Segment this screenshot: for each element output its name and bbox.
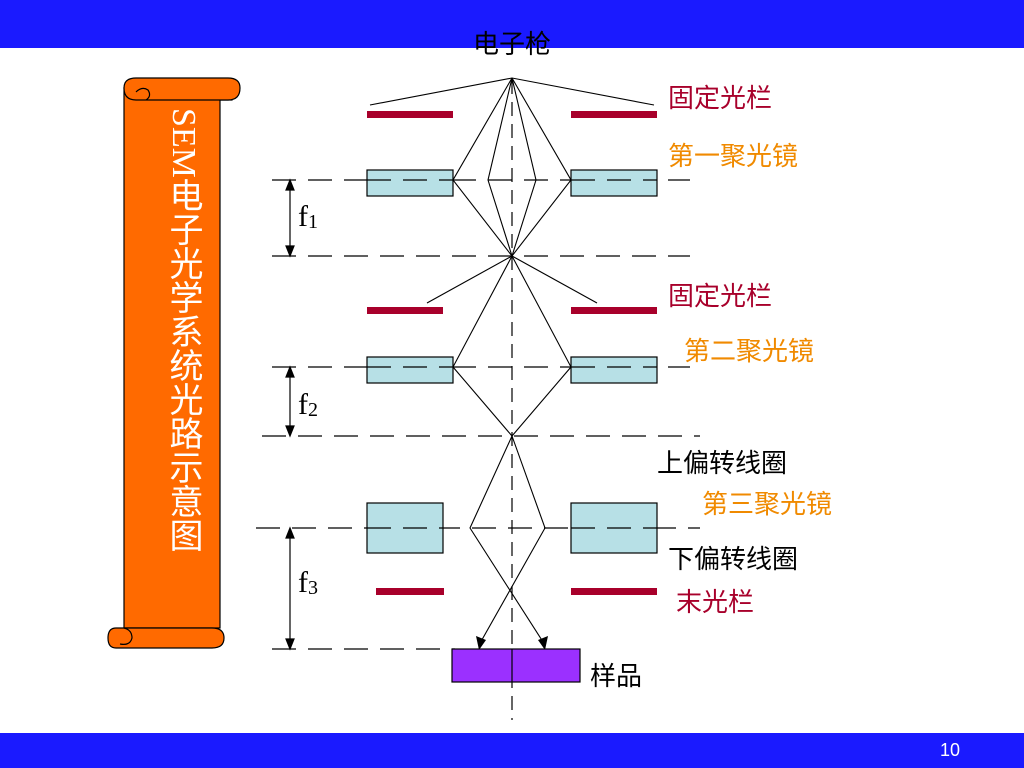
focal-dimension-arrows xyxy=(285,178,295,651)
f2-arrow-up xyxy=(285,365,295,378)
f2-letter: f xyxy=(298,388,308,421)
first-condenser-right xyxy=(570,169,658,197)
scroll-bottom-roll xyxy=(107,627,225,649)
scroll-top-roll xyxy=(123,77,241,101)
rays-section-2 xyxy=(426,255,598,437)
scroll-banner xyxy=(107,77,241,649)
scroll-title: SEM电子光学系统光路示意图 xyxy=(152,108,203,552)
label-f1: f1 xyxy=(298,200,318,239)
fixed-aperture-1-left xyxy=(367,111,453,118)
ray-1-left-inner xyxy=(487,77,513,257)
f2-arrow-down xyxy=(285,425,295,438)
bottom-banner xyxy=(0,733,1024,768)
f2-index: 2 xyxy=(308,399,318,421)
scroll-top-curl xyxy=(135,87,151,101)
specimen-block xyxy=(451,648,581,683)
ray-3-left xyxy=(469,435,546,646)
label-fixed-aperture-1: 固定光栏 xyxy=(668,84,773,114)
ray-1-right-outer xyxy=(511,77,572,257)
ray-2-left-cone xyxy=(426,255,513,304)
page-number: 10 xyxy=(939,740,960,760)
ray-1-left-outer xyxy=(452,77,513,257)
lenses xyxy=(366,169,658,554)
scroll-bottom-curl xyxy=(119,627,133,645)
f1-arrow-up xyxy=(285,178,295,191)
label-specimen: 样品 xyxy=(590,662,643,692)
scroll-title-cjk: 电子光学系统光路示意图 xyxy=(163,177,203,552)
f1-letter: f xyxy=(298,200,308,233)
ray-2-right-cone xyxy=(511,255,598,304)
label-f3: f3 xyxy=(298,566,318,605)
label-lower-deflection-coil: 下偏转线圈 xyxy=(668,545,799,575)
arrowhead-right xyxy=(538,636,548,650)
fixed-aperture-2-left xyxy=(367,307,443,314)
f1-index: 1 xyxy=(308,211,318,233)
scroll-title-latin: SEM xyxy=(165,108,202,178)
second-condenser-right xyxy=(570,356,658,384)
rays-section-3 xyxy=(469,435,546,646)
f3-index: 3 xyxy=(308,577,318,599)
label-upper-deflection-coil: 上偏转线圈 xyxy=(657,449,788,479)
ray-2-left xyxy=(452,255,513,437)
rays-section-1 xyxy=(369,77,655,257)
focal-plane-lines xyxy=(256,179,700,650)
first-condenser-left xyxy=(366,169,454,197)
ray-2-right xyxy=(511,255,572,437)
label-final-aperture: 末光栏 xyxy=(676,588,755,618)
label-first-condenser: 第一聚光镜 xyxy=(668,142,799,172)
label-f2: f2 xyxy=(298,388,318,427)
apertures xyxy=(367,111,657,595)
lens-axis-lines xyxy=(367,179,657,529)
label-second-condenser: 第二聚光镜 xyxy=(684,337,815,367)
ray-1-right-inner xyxy=(511,77,537,257)
ray-3-right xyxy=(478,435,546,646)
label-third-condenser: 第三聚光镜 xyxy=(702,490,833,520)
label-fixed-aperture-2: 固定光栏 xyxy=(668,282,773,312)
final-aperture-left xyxy=(376,588,444,595)
f3-arrow-down xyxy=(285,638,295,651)
label-electron-gun: 电子枪 xyxy=(473,30,552,60)
f3-letter: f xyxy=(298,566,308,599)
second-condenser-left xyxy=(366,356,454,384)
fixed-aperture-2-right xyxy=(571,307,657,314)
final-aperture-right xyxy=(571,588,657,595)
ray-arrowheads xyxy=(476,636,548,650)
f1-arrow-down xyxy=(285,245,295,258)
arrowhead-left xyxy=(476,636,486,650)
top-banner xyxy=(0,0,1024,48)
f3-arrow-up xyxy=(285,526,295,539)
fixed-aperture-1-right xyxy=(571,111,657,118)
